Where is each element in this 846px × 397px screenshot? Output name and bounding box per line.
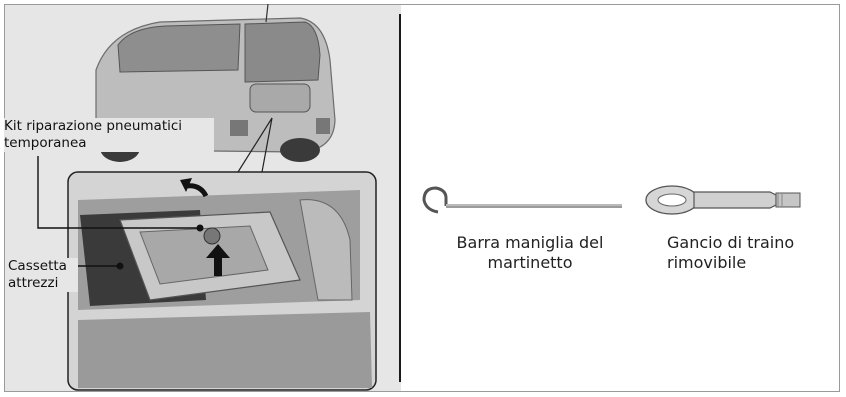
repair-kit-leader <box>37 156 200 229</box>
jack-handle-bar-illustration <box>422 186 622 214</box>
repair-kit-callout: Kit riparazione pneumatici temporanea <box>4 118 214 152</box>
zoom-line-right <box>261 117 273 173</box>
jack-handle-label: Barra maniglia del martinetto <box>456 233 604 272</box>
panel-divider <box>399 14 401 382</box>
trunk-inset <box>67 171 377 391</box>
tow-hook-illustration <box>645 185 801 215</box>
tool-box-callout: Cassetta attrezzi <box>8 258 78 292</box>
zoom-line-left <box>237 117 273 173</box>
tow-hook-label: Gancio di traino rimovibile <box>667 233 795 272</box>
